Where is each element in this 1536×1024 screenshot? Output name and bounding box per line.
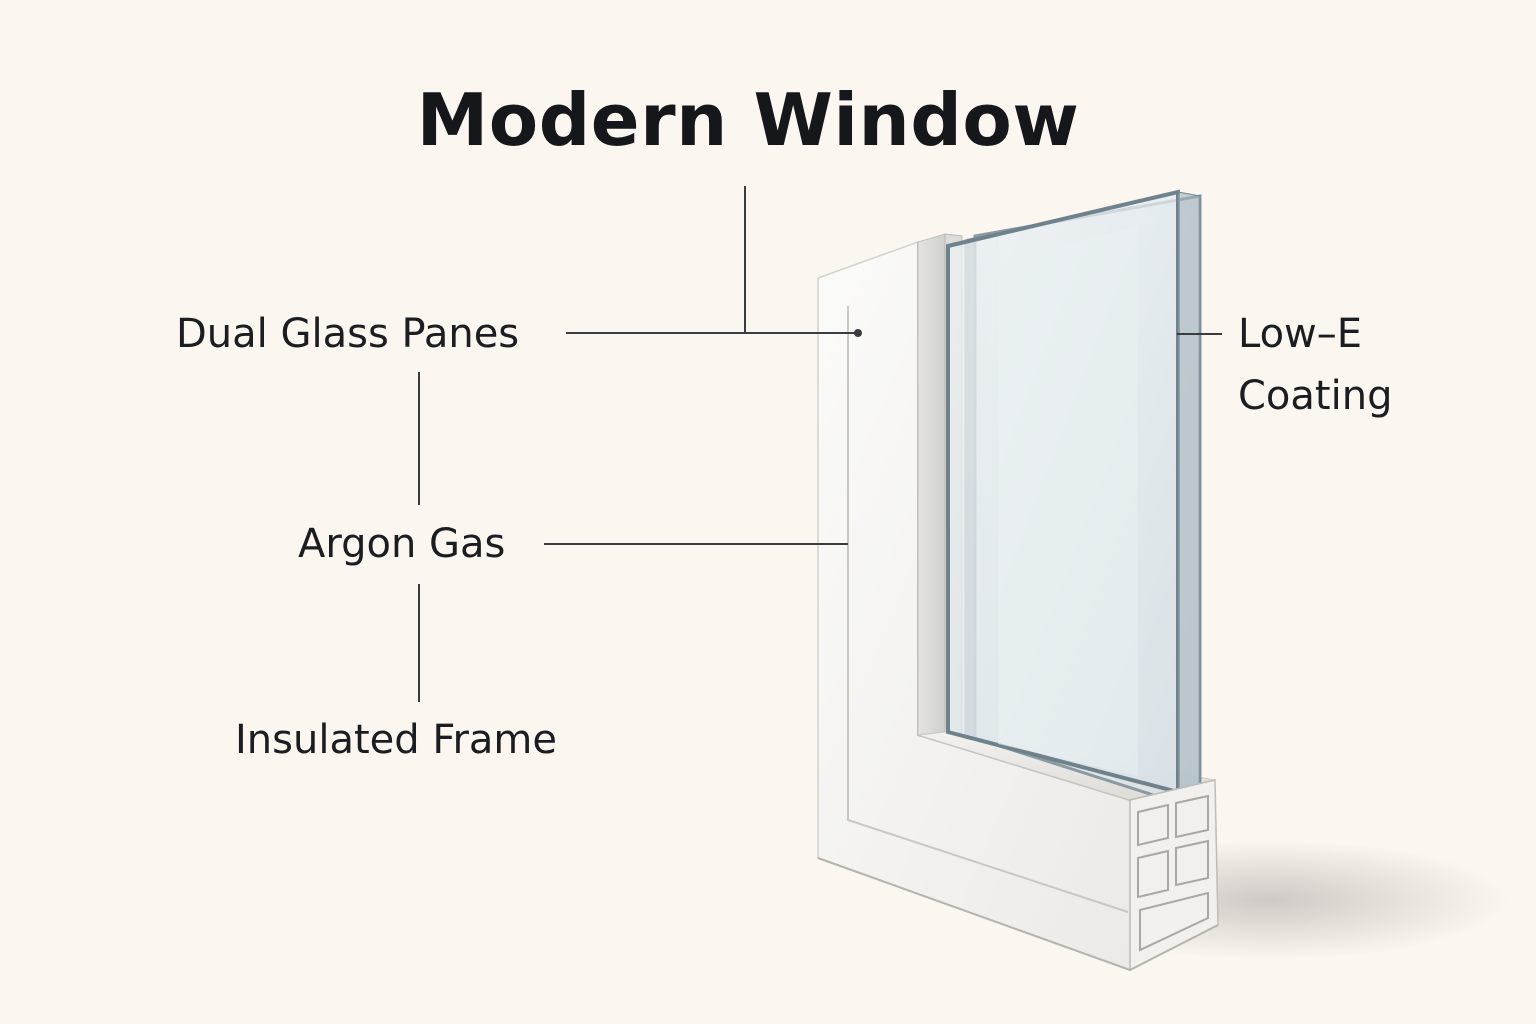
label-insulated-frame: Insulated Frame xyxy=(235,717,557,763)
label-low-e-line1: Low–E xyxy=(1238,311,1363,357)
glass-pane-edge xyxy=(1177,191,1201,812)
profile-base-edge xyxy=(817,857,1219,972)
label-low-e-line2: Coating xyxy=(1238,373,1393,419)
leader-dot xyxy=(854,329,862,337)
frame-side-rail xyxy=(917,233,946,736)
profile-chambers xyxy=(1137,794,1209,952)
leader-lines xyxy=(418,186,1222,702)
frame-bevel xyxy=(847,306,1129,913)
label-argon-gas: Argon Gas xyxy=(298,521,506,567)
glass-view-area xyxy=(998,226,1138,776)
label-dual-glass-panes: Dual Glass Panes xyxy=(176,311,520,357)
page-title: Modern Window xyxy=(416,78,1080,162)
label-low-e-coating: Low–E Coating xyxy=(1238,303,1392,427)
